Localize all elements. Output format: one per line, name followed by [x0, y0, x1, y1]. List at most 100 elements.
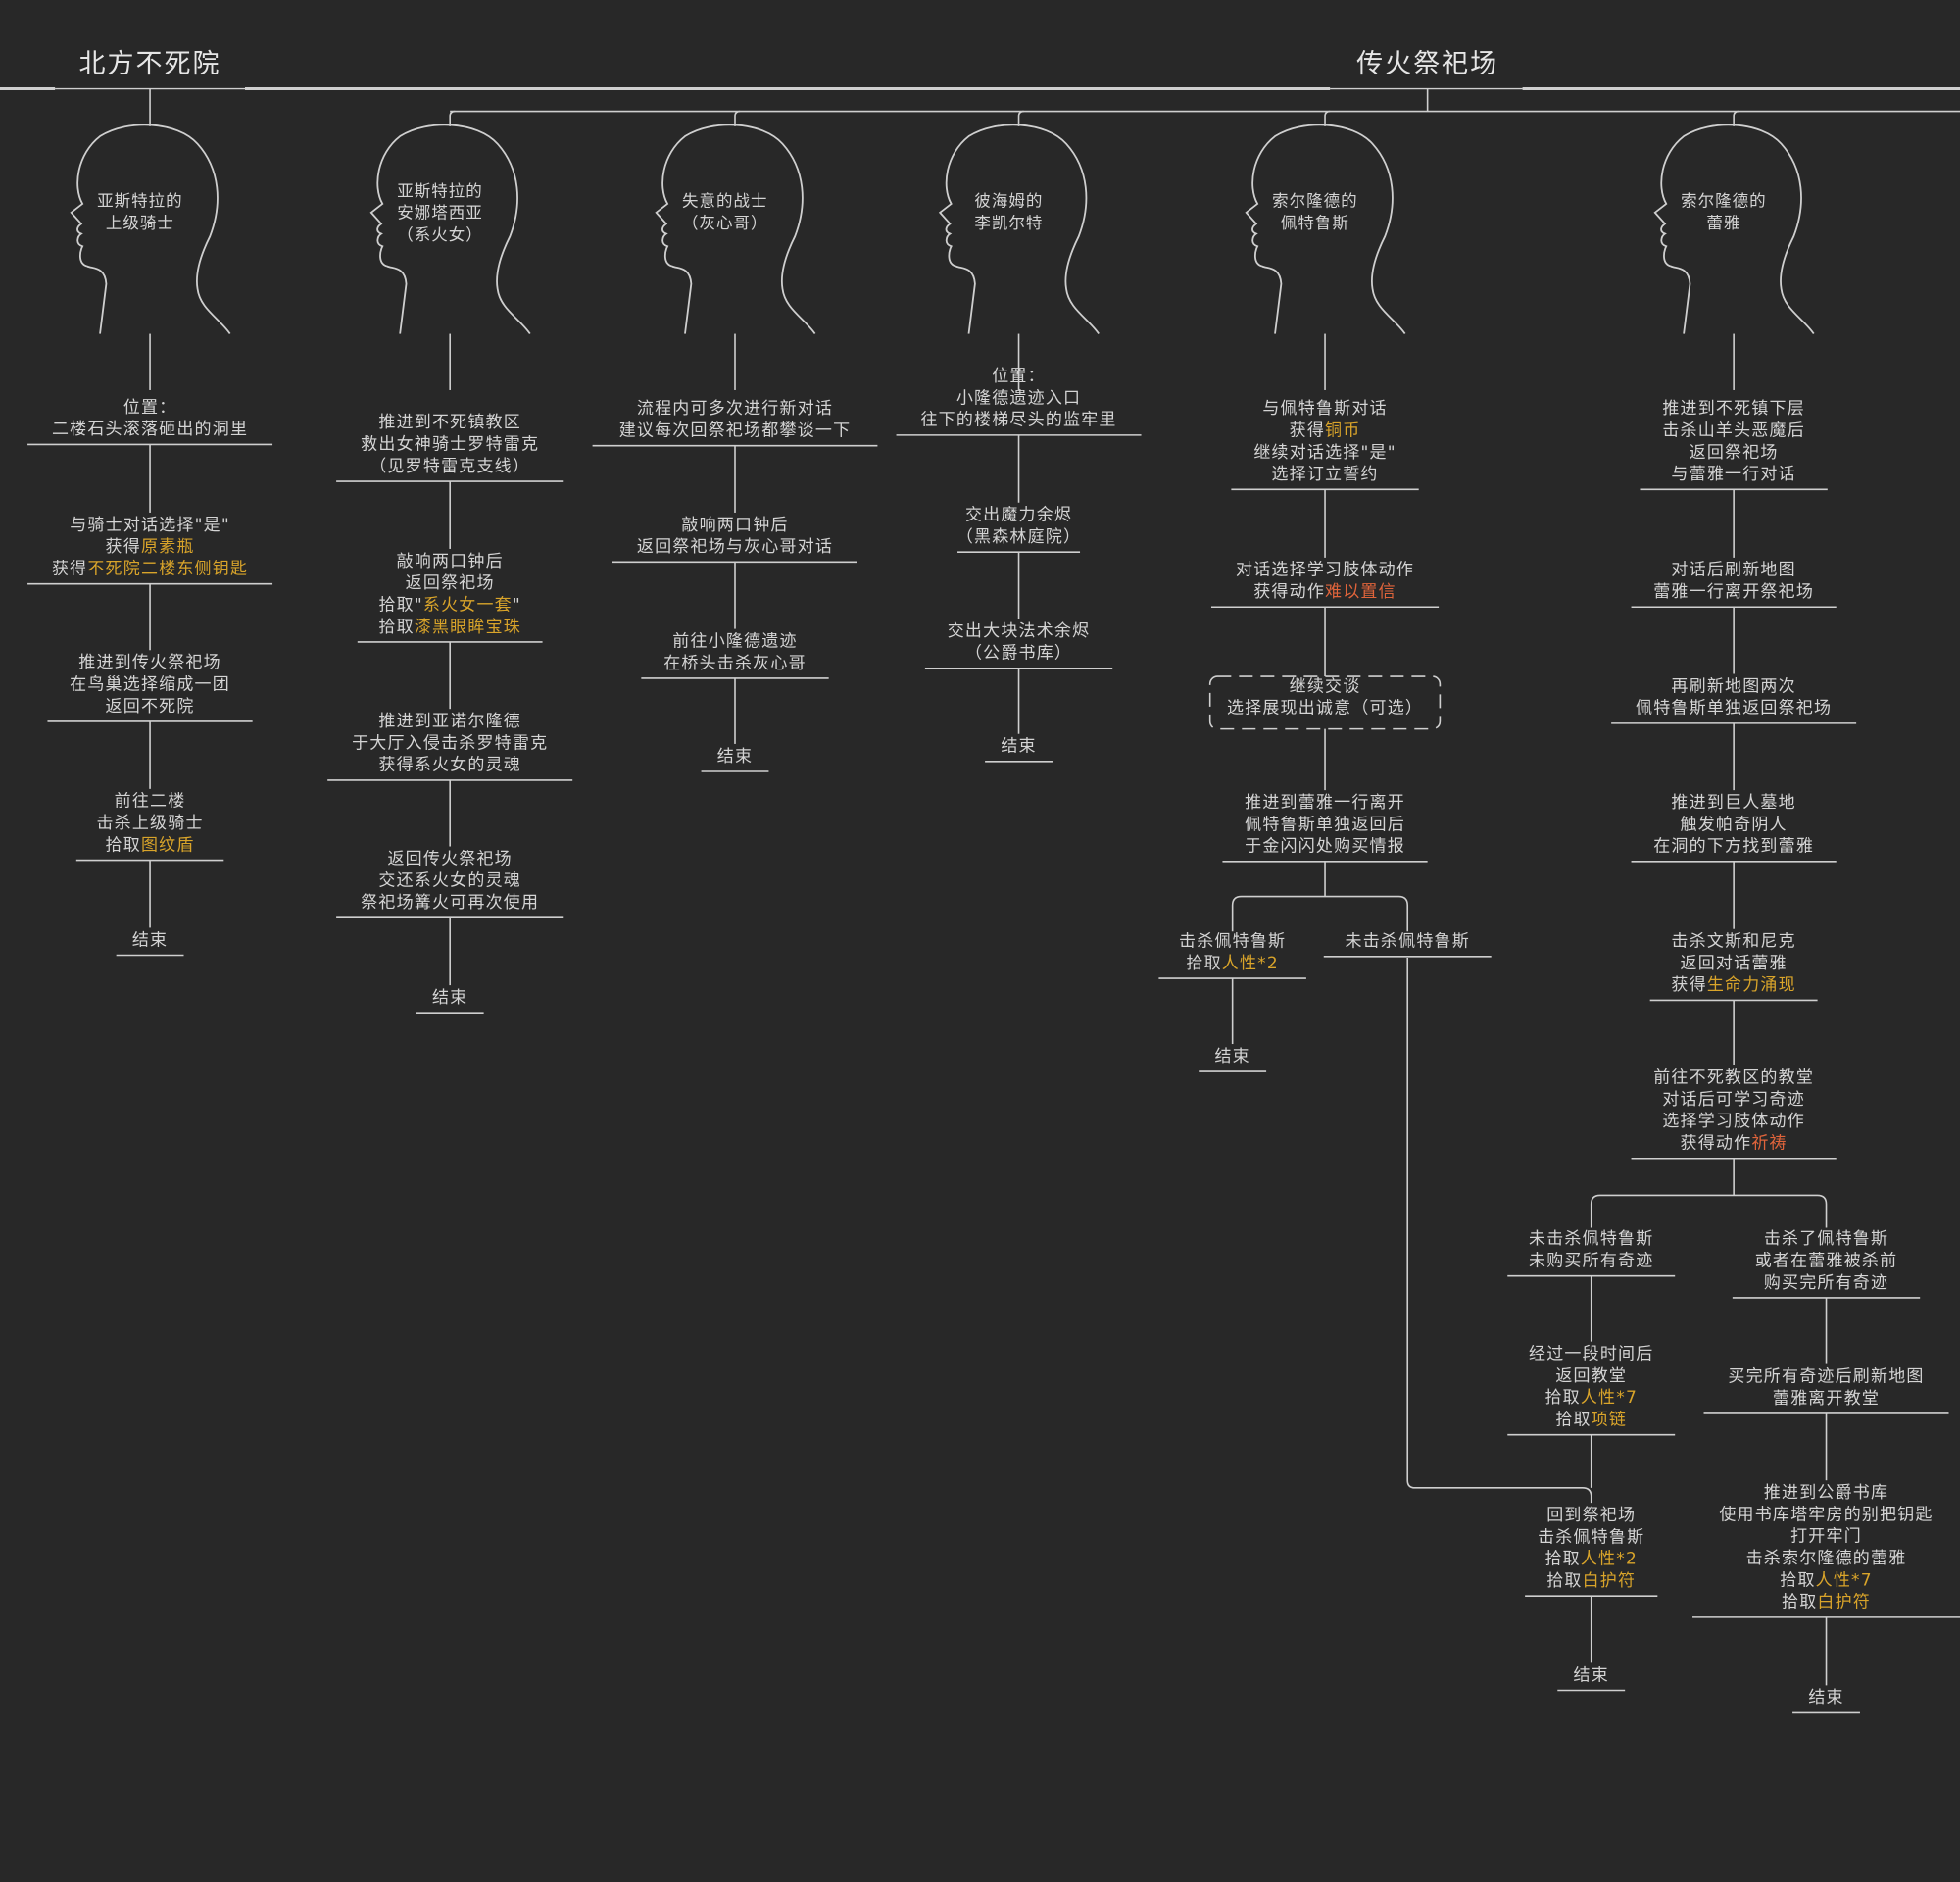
- node-text-line: （公爵书库）: [965, 644, 1072, 664]
- node-text-line: 往下的楼梯尽头的监牢里: [920, 411, 1116, 430]
- text-segment: 结束: [432, 988, 467, 1008]
- text-segment: 获得: [1671, 975, 1706, 995]
- text-segment: 获得动作: [1253, 582, 1325, 602]
- text-segment: 结束: [1574, 1665, 1609, 1685]
- text-segment: 前往二楼: [115, 792, 186, 812]
- step-node: 结束: [432, 988, 467, 1008]
- node-text-line: 获得不死院二楼东侧钥匙: [52, 559, 248, 578]
- text-segment: 对话选择学习肢体动作: [1236, 561, 1414, 580]
- text-segment: 祭祀场篝火可再次使用: [361, 892, 539, 913]
- text-segment: 推进到公爵书库: [1764, 1483, 1888, 1503]
- text-segment: 于大厅入侵击杀罗特雷克: [352, 733, 548, 753]
- node-text-line: 结束: [132, 930, 168, 950]
- node-text-line: 与蕾雅一行对话: [1671, 465, 1795, 484]
- text-segment: 拾取: [106, 835, 141, 855]
- text-segment: 返回传火祭祀场: [387, 849, 512, 868]
- text-segment: 在鸟巢选择缩成一团: [70, 674, 230, 694]
- node-text-line: 或者在蕾雅被杀前: [1755, 1251, 1898, 1270]
- text-segment: 蕾雅一行离开祭祀场: [1653, 582, 1814, 602]
- node-text-line: 获得系火女的灵魂: [378, 756, 521, 775]
- node-text-line: 与骑士对话选择"是": [70, 516, 230, 535]
- text-segment: 佩特鲁斯单独返回后: [1245, 815, 1405, 834]
- node-text-line: 建议每次回祭祀场都攀谈一下: [619, 421, 852, 441]
- text-segment: 拾取: [1546, 1571, 1582, 1591]
- text-segment: 结束: [1001, 737, 1036, 757]
- node-text-line: 获得原素瓶: [106, 537, 195, 557]
- node-text-line: 交出魔力余烬: [965, 506, 1072, 525]
- fork-branch: [1231, 895, 1409, 932]
- text-segment: 获得: [52, 559, 87, 578]
- text-segment: 拾取: [1780, 1570, 1815, 1590]
- item-name: 白护符: [1817, 1593, 1871, 1612]
- text-segment: 再刷新地图两次: [1671, 676, 1795, 696]
- text-segment: 前往不死教区的教堂: [1653, 1068, 1814, 1088]
- text-segment: 交出魔力余烬: [965, 506, 1072, 525]
- node-text-line: 返回祭祀场: [406, 573, 495, 593]
- text-segment: 使用书库塔牢房的别把钥匙: [1719, 1504, 1933, 1524]
- npc-head-icon: [655, 124, 816, 335]
- optional-step-box: [1208, 675, 1442, 730]
- node-text-line: 对话后刷新地图: [1671, 561, 1795, 580]
- text-segment: 结束: [1808, 1688, 1843, 1708]
- item-name: 人性*2: [1222, 954, 1279, 973]
- item-name: 原素瓶: [141, 537, 195, 557]
- text-segment: 往下的楼梯尽头的监牢里: [920, 411, 1116, 430]
- node-text-line: 返回传火祭祀场: [387, 849, 512, 868]
- node-text-line: 继续对话选择"是": [1253, 443, 1396, 463]
- npc-name-line: 上级骑士: [106, 214, 174, 232]
- text-segment: 选择订立誓约: [1271, 465, 1378, 484]
- text-segment: 击杀了佩特鲁斯: [1764, 1229, 1888, 1249]
- node-text-line: 继续交谈: [1290, 676, 1361, 696]
- node-text-line: 击杀佩特鲁斯: [1538, 1527, 1644, 1547]
- text-segment: 击杀佩特鲁斯: [1179, 932, 1286, 952]
- text-segment: 敲响两口钟后: [681, 516, 788, 535]
- node-text-line: 佩特鲁斯单独返回祭祀场: [1636, 699, 1832, 718]
- npc-name-line: 亚斯特拉的: [397, 181, 483, 200]
- step-node: 未击杀佩特鲁斯: [1346, 932, 1469, 952]
- node-text-line: 蕾雅一行离开祭祀场: [1653, 582, 1814, 602]
- node-text-line: 拾取人性*7: [1780, 1570, 1873, 1590]
- item-name: 人性*2: [1581, 1550, 1638, 1569]
- text-segment: （见罗特雷克支线）: [369, 457, 530, 476]
- step-node: 结束: [132, 930, 168, 950]
- area-title-northern-asylum: 北方不死院: [79, 49, 221, 79]
- node-text-line: 选择展现出诚意（可选）: [1227, 699, 1423, 718]
- text-segment: 交还系火女的灵魂: [378, 871, 521, 891]
- text-segment: 获得系火女的灵魂: [378, 756, 521, 775]
- text-segment: 推进到不死镇下层: [1662, 399, 1805, 419]
- text-segment: 拾取": [378, 595, 422, 615]
- text-segment: 与佩特鲁斯对话: [1262, 399, 1387, 419]
- text-segment: 敲响两口钟后: [397, 552, 504, 571]
- text-segment: 击杀上级骑士: [96, 814, 203, 833]
- branch-corner: [734, 110, 741, 126]
- node-text-line: 结束: [1574, 1665, 1609, 1685]
- item-name: 人性*7: [1581, 1388, 1638, 1408]
- node-text-line: 敲响两口钟后: [681, 516, 788, 535]
- text-segment: 返回祭祀场: [1690, 443, 1779, 463]
- node-text-line: 获得动作祈祷: [1681, 1134, 1788, 1154]
- text-segment: 击杀文斯和尼克: [1671, 932, 1795, 952]
- text-segment: 返回祭祀场与灰心哥对话: [637, 537, 833, 557]
- text-segment: 蕾雅离开教堂: [1773, 1389, 1880, 1409]
- npc-name-line: 亚斯特拉的: [97, 191, 183, 210]
- node-text-line: 拾取项链: [1555, 1410, 1627, 1429]
- node-text-line: 推进到亚诺尔隆德: [378, 712, 521, 731]
- node-text-line: 推进到巨人墓地: [1671, 793, 1795, 813]
- step-node: 结束: [717, 747, 752, 767]
- step-node: 结束: [1001, 737, 1036, 757]
- text-segment: 拾取: [1544, 1388, 1580, 1408]
- text-segment: 对话后刷新地图: [1671, 561, 1795, 580]
- node-text-line: 于大厅入侵击杀罗特雷克: [352, 733, 548, 753]
- node-text-line: 回到祭祀场: [1546, 1506, 1636, 1525]
- text-segment: 推进到不死镇教区: [378, 413, 521, 432]
- text-segment: ": [513, 595, 521, 615]
